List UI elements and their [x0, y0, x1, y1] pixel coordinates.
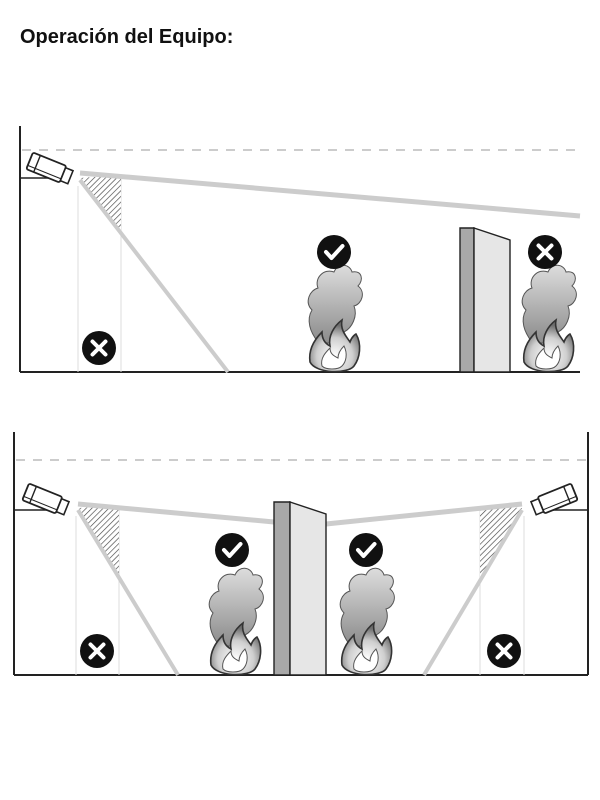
- beam-upper-right: [325, 501, 523, 527]
- beam-detector-icon: [25, 151, 75, 187]
- fire-smoke-icon: [208, 567, 265, 676]
- beam-lower-left: [76, 508, 180, 677]
- obstacle-wall-side: [273, 501, 291, 676]
- x-circle-icon: [78, 632, 116, 670]
- page-title: Operación del Equipo:: [20, 26, 234, 48]
- beam-lower-right: [422, 508, 524, 677]
- beam-upper-left: [77, 501, 275, 525]
- scene-single-detector: [19, 126, 581, 374]
- x-circle-icon: [526, 233, 564, 271]
- fire-smoke-icon: [521, 264, 578, 373]
- x-circle-icon: [485, 632, 523, 670]
- beam-lower: [78, 178, 230, 374]
- beam-detector-icon: [529, 482, 579, 518]
- x-circle-icon: [80, 329, 118, 367]
- obstacle-wall-front: [289, 501, 327, 676]
- beam-upper: [79, 170, 581, 219]
- check-circle-icon: [347, 531, 385, 569]
- scene-dual-detector: [13, 432, 589, 677]
- fire-smoke-icon: [307, 264, 364, 373]
- fire-smoke-icon: [339, 567, 396, 676]
- check-circle-icon: [315, 233, 353, 271]
- obstacle-wall-front: [473, 227, 511, 373]
- obstacle-wall-side: [459, 227, 475, 373]
- beam-detector-icon: [21, 482, 71, 518]
- check-circle-icon: [213, 531, 251, 569]
